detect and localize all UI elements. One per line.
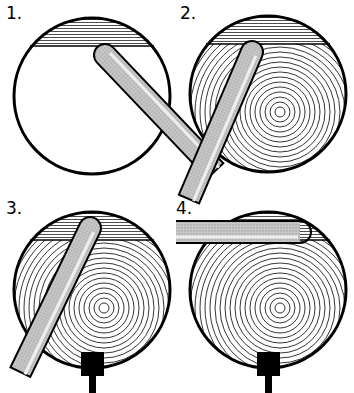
log-panel (140, 208, 354, 393)
panel-number: 2. (180, 5, 196, 22)
log-panel (179, 12, 354, 212)
panel-number: 3. (6, 200, 22, 217)
panel-number: 1. (6, 5, 22, 22)
log-panel (4, 208, 204, 393)
panel-number: 4. (176, 200, 192, 217)
